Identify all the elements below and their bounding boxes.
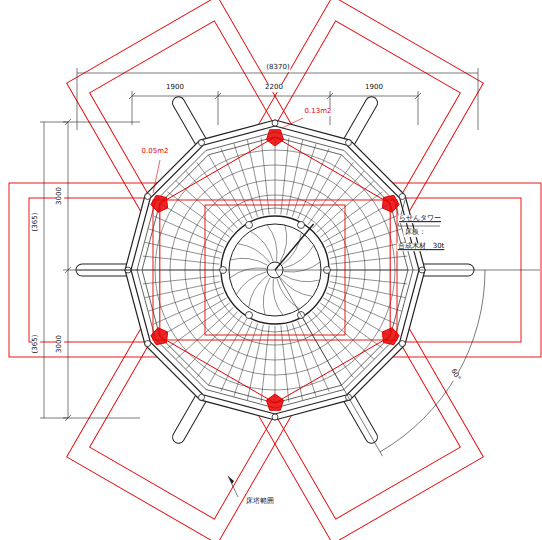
leader-line [398, 226, 440, 227]
tread-line [145, 282, 220, 298]
tread-line [330, 282, 405, 298]
tread-line [143, 256, 220, 264]
tread-line [153, 216, 223, 247]
spiral-step [284, 262, 320, 272]
bearing-marker [382, 195, 399, 212]
tread-line [145, 242, 220, 258]
post [399, 194, 405, 200]
material-note: 合成木材 30t [397, 243, 446, 251]
leader-line [282, 118, 303, 128]
post [272, 414, 278, 420]
material-note: 床板： [404, 229, 427, 237]
dimension-line [77, 68, 78, 130]
dimension: (365) [32, 212, 40, 233]
leader-line [228, 476, 238, 497]
tread-line [143, 276, 220, 284]
post [145, 194, 151, 200]
center-line [77, 270, 540, 271]
post [199, 394, 205, 400]
spiral-step [273, 279, 283, 315]
tread-line [331, 256, 408, 264]
tread-line [292, 323, 316, 396]
tread-line [275, 326, 276, 403]
tread-line [292, 144, 316, 217]
dimension-line [129, 93, 135, 99]
leader-line [153, 160, 160, 193]
spiral-step [230, 258, 267, 265]
area-note: 0.05m2 [141, 148, 170, 156]
post [399, 341, 405, 347]
dimension-line [63, 122, 140, 123]
tread-line [153, 293, 223, 324]
bearing-marker [151, 195, 168, 212]
dimension: 2200 [264, 84, 284, 92]
spiral-step [263, 278, 270, 315]
angle-line [275, 270, 383, 456]
tread-line [234, 323, 258, 396]
bearing-marker [266, 130, 283, 146]
bearing-marker [151, 328, 168, 345]
tread-line [261, 326, 269, 403]
angle-arc [380, 270, 485, 452]
overall-dimension: (8370) [265, 64, 290, 72]
spiral-step [230, 268, 266, 278]
dimension: 1900 [165, 84, 185, 92]
dimension-line [327, 93, 333, 99]
spiral-step [277, 279, 300, 309]
radius-line [275, 224, 314, 270]
core-post [246, 312, 253, 319]
tread-line [281, 138, 289, 215]
dimension-line [65, 267, 71, 273]
post [145, 341, 151, 347]
tread-line [281, 326, 289, 403]
dimension: (365) [32, 334, 40, 355]
post [199, 140, 205, 146]
dimension-line [415, 93, 421, 99]
bearing-marker [382, 328, 399, 345]
tread-line [326, 216, 396, 247]
leader-arrow [228, 476, 234, 484]
tread-line [261, 138, 269, 215]
spiral-step [249, 275, 268, 308]
tread-line [275, 137, 276, 214]
dimension-line [40, 122, 68, 123]
spiral-step [267, 225, 277, 261]
dimension-line [215, 93, 221, 99]
area-note: 0.13m2 [304, 108, 333, 116]
tread-line [330, 242, 405, 258]
spiral-step [250, 231, 273, 261]
spiral-step [282, 232, 301, 265]
tread-line [234, 144, 258, 217]
spiral-step [284, 245, 314, 268]
dimension: 1900 [364, 84, 384, 92]
dimension-line [478, 68, 479, 130]
dimension: 3000 [56, 186, 64, 206]
tread-line [331, 276, 408, 284]
post [272, 120, 278, 126]
dimension-line [44, 122, 45, 418]
dimension-line [77, 73, 478, 74]
part-name: らせんタワー [398, 215, 442, 223]
core-post [298, 221, 305, 228]
dimension-line [132, 96, 418, 97]
bearing-marker [266, 394, 283, 410]
dimension-line [63, 418, 140, 419]
spiral-step [237, 244, 270, 263]
dimension-line [40, 418, 68, 419]
spiral-step [283, 275, 320, 282]
core-post [246, 221, 253, 228]
dimension: 3000 [56, 334, 64, 354]
spiral-step [236, 272, 266, 295]
range-note: 床塔範囲 [245, 498, 275, 506]
tread-line [326, 293, 396, 324]
post [346, 140, 352, 146]
